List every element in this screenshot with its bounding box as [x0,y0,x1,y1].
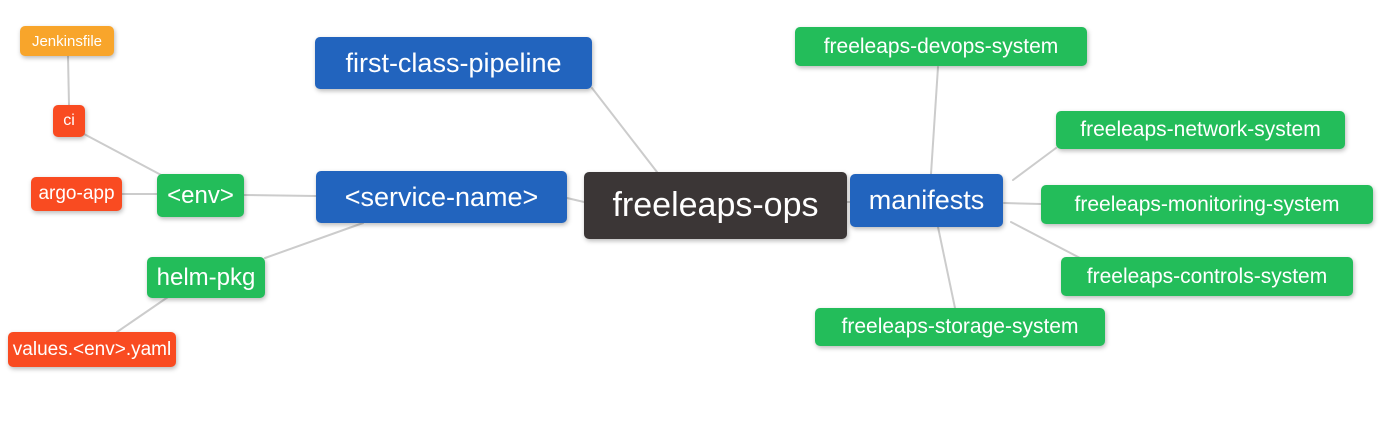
node-values-env-yaml[interactable]: values.<env>.yaml [8,332,176,367]
node-helm-pkg[interactable]: helm-pkg [147,257,265,298]
node-freeleaps-ops[interactable]: freeleaps-ops [584,172,847,239]
node-env[interactable]: <env> [157,174,244,217]
edge-manifests--devops-system [930,66,939,175]
edge-service-name--freeleaps-ops [566,197,585,203]
edge-first-class-pipeline--freeleaps-ops [591,87,658,173]
edge-values-env-yaml--helm-pkg [116,296,169,333]
node-storage-system[interactable]: freeleaps-storage-system [815,308,1105,346]
node-first-class-pipeline[interactable]: first-class-pipeline [315,37,592,89]
edge-manifests--storage-system [937,226,956,309]
node-devops-system[interactable]: freeleaps-devops-system [795,27,1087,66]
edge-env--service-name [243,194,317,197]
edge-manifests--network-system [1012,147,1057,181]
edge-helm-pkg--service-name [264,222,364,259]
edge-manifests--monitoring-system [1003,202,1042,205]
edge-manifests--controls-system [1010,221,1081,259]
node-controls-system[interactable]: freeleaps-controls-system [1061,257,1353,296]
edge-jenkinsfile--ci [67,55,70,106]
node-jenkinsfile[interactable]: Jenkinsfile [20,26,114,56]
edge-ci--env [83,133,164,177]
node-monitoring-system[interactable]: freeleaps-monitoring-system [1041,185,1373,224]
node-service-name[interactable]: <service-name> [316,171,567,223]
node-ci[interactable]: ci [53,105,85,137]
node-network-system[interactable]: freeleaps-network-system [1056,111,1345,149]
node-argo-app[interactable]: argo-app [31,177,122,211]
node-manifests[interactable]: manifests [850,174,1003,227]
